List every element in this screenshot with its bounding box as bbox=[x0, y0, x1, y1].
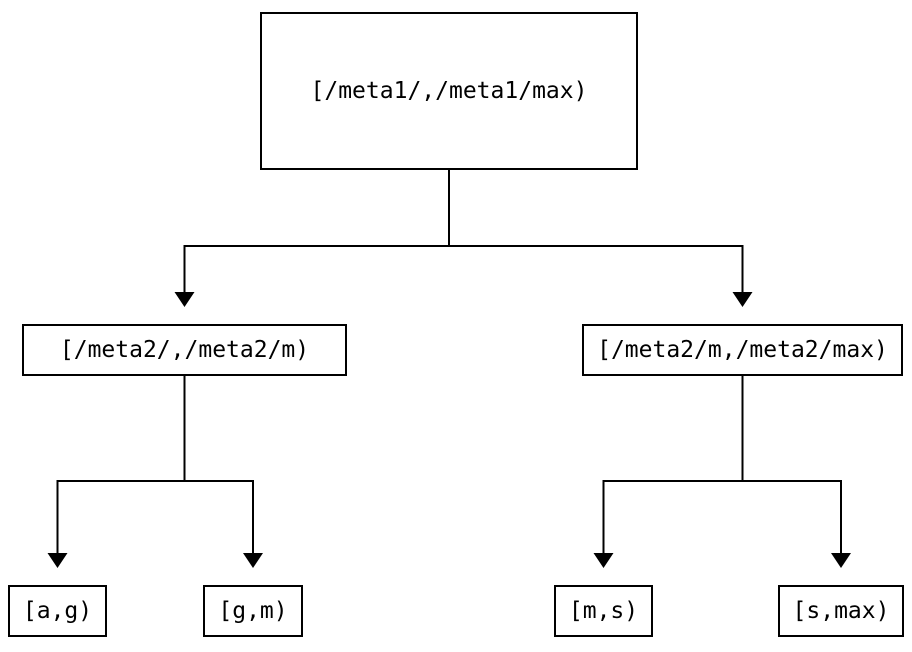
arrowhead-leaf-ag-icon bbox=[47, 553, 68, 568]
edge-right-to-leaves bbox=[602, 480, 842, 554]
arrowhead-leaf-ms-icon bbox=[593, 553, 614, 568]
node-left-interval: [/meta2/,/meta2/m) bbox=[22, 324, 347, 376]
arrowhead-leaf-gm-icon bbox=[243, 553, 263, 568]
node-leaf-smax: [s,max) bbox=[778, 585, 904, 637]
edge-left-to-leaves bbox=[56, 480, 254, 554]
node-right-interval: [/meta2/m,/meta2/max) bbox=[582, 324, 903, 376]
edge-root-to-children bbox=[183, 245, 744, 293]
arrowhead-left-child-icon bbox=[174, 292, 195, 307]
node-leaf-gm: [g,m) bbox=[203, 585, 303, 637]
arrowhead-right-child-icon bbox=[732, 292, 753, 307]
node-leaf-ag: [a,g) bbox=[8, 585, 107, 637]
node-leaf-ms: [m,s) bbox=[554, 585, 653, 637]
node-root-interval: [/meta1/,/meta1/max) bbox=[260, 12, 638, 170]
arrowhead-leaf-smax-icon bbox=[831, 553, 851, 568]
